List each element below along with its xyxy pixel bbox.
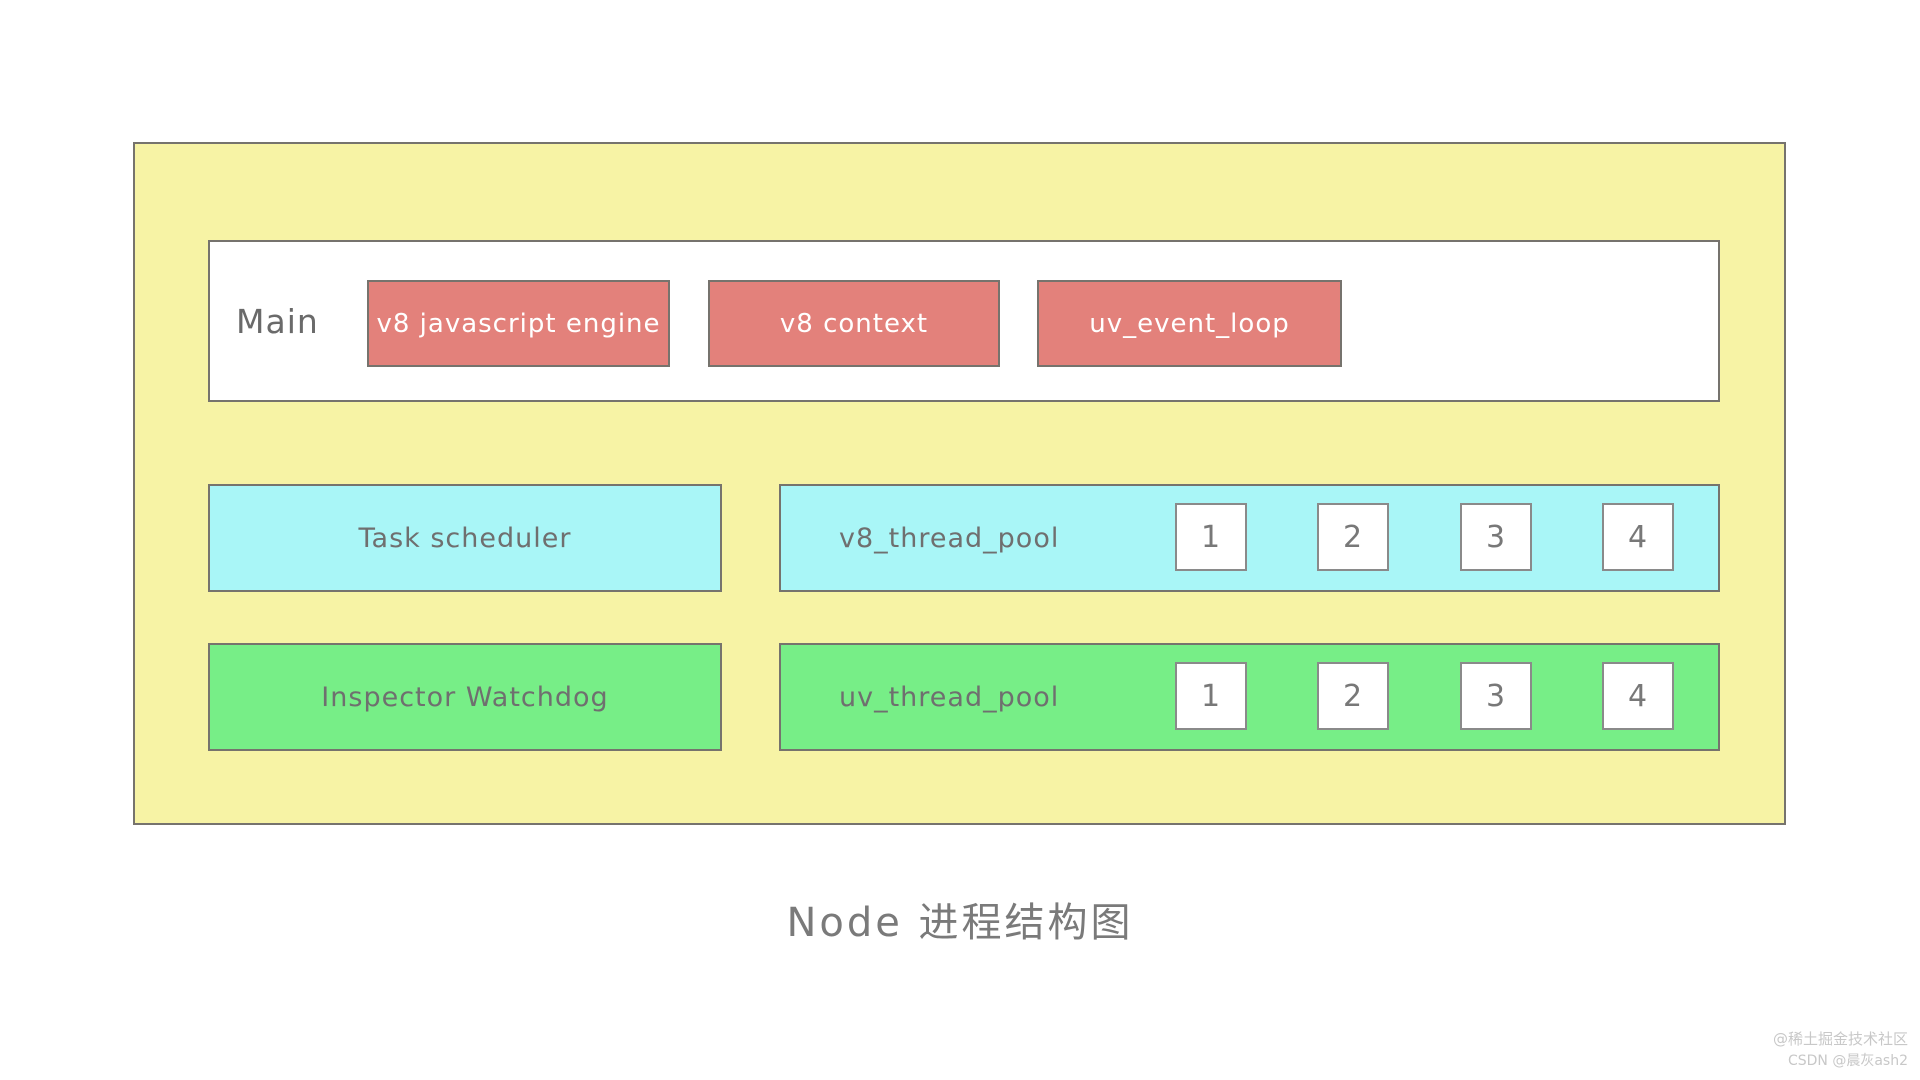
uv-thread-pool-box: uv_thread_pool 1 2 3 4 [779, 643, 1720, 751]
v8-thread-pool-label: v8_thread_pool [839, 522, 1060, 554]
thread-slot: 3 [1460, 662, 1532, 730]
thread-slot: 1 [1175, 503, 1247, 571]
main-thread-box: Main v8 javascript engine v8 context uv_… [208, 240, 1720, 402]
inspector-watchdog-box: Inspector Watchdog [208, 643, 722, 751]
thread-slot: 1 [1175, 662, 1247, 730]
v8-javascript-engine-box: v8 javascript engine [367, 280, 670, 367]
v8-thread-pool-box: v8_thread_pool 1 2 3 4 [779, 484, 1720, 592]
thread-slot: 4 [1602, 503, 1674, 571]
thread-slot: 3 [1460, 503, 1532, 571]
thread-slot: 2 [1317, 503, 1389, 571]
diagram-title: Node 进程结构图 [786, 900, 1134, 946]
thread-slot: 4 [1602, 662, 1674, 730]
task-scheduler-box: Task scheduler [208, 484, 722, 592]
main-label: Main [236, 301, 319, 341]
thread-slot: 2 [1317, 662, 1389, 730]
watermark-line-2: CSDN @晨灰ash2 [1787, 1053, 1908, 1069]
watermark: @稀土掘金技术社区 CSDN @晨灰ash2 [1773, 1028, 1908, 1072]
node-process-container: Main v8 javascript engine v8 context uv_… [133, 142, 1786, 825]
uv-event-loop-box: uv_event_loop [1037, 280, 1342, 367]
watermark-line-1: @稀土掘金技术社区 [1772, 1030, 1908, 1048]
uv-thread-pool-label: uv_thread_pool [839, 681, 1060, 713]
v8-context-box: v8 context [708, 280, 1000, 367]
